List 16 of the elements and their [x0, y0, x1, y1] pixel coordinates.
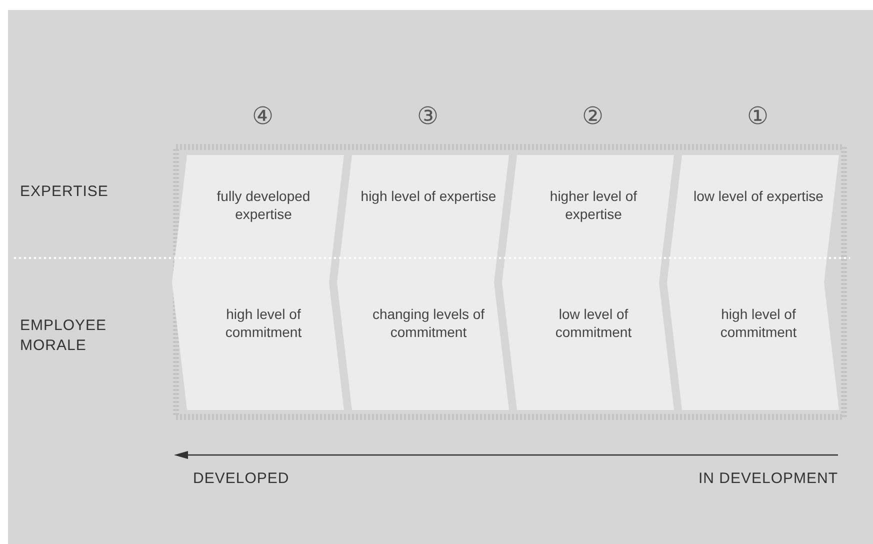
step-number: ④ [251, 105, 275, 129]
expertise-text: low level of expertise [692, 187, 824, 206]
row-label: EMPLOYEE MORALE [20, 316, 108, 355]
step-number: ① [746, 105, 770, 129]
commitment-text: low level of commitment [554, 305, 633, 342]
expertise-text: fully developed expertise [216, 187, 312, 224]
commitment-text: changing levels of commitment [371, 305, 486, 342]
end-label: DEVELOPED [193, 469, 290, 488]
expertise-text: high level of expertise [360, 187, 498, 206]
commitment-text: high level of commitment [224, 305, 303, 342]
end-label: IN DEVELOPMENT [697, 469, 838, 488]
row-label: EXPERTISE [20, 182, 110, 202]
step-number: ② [581, 105, 605, 129]
expertise-text: higher level of expertise [548, 187, 638, 224]
commitment-text: high level of commitment [719, 305, 798, 342]
step-number: ③ [416, 105, 440, 129]
